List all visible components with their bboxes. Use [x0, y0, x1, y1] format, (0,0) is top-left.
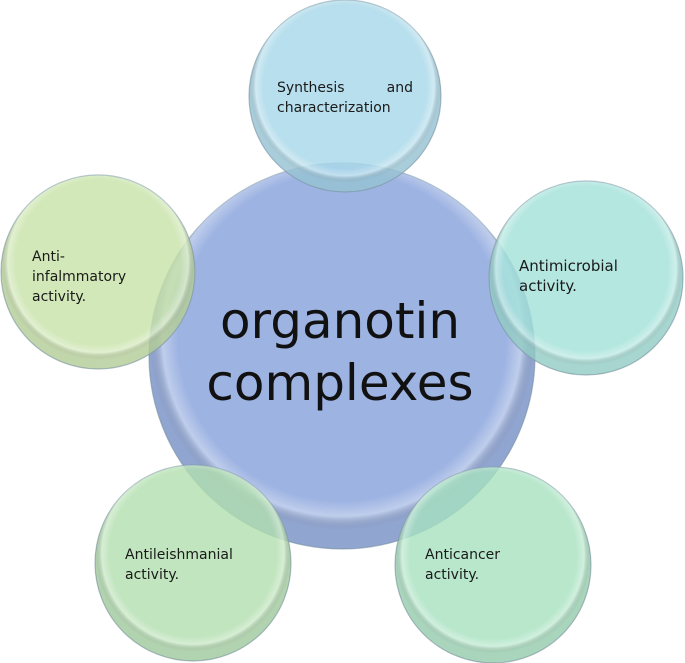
node-line: Antileishmanial — [125, 547, 233, 563]
center-label: organotin complexes — [160, 290, 520, 414]
node-antiinflammatory-label: Anti- infalmmatory activity. — [32, 247, 126, 307]
node-line: activity. — [519, 277, 577, 295]
node-line: infalmmatory — [32, 269, 127, 285]
node-synthesis-label: Synthesis and characterization — [277, 78, 413, 118]
node-antileishmanial-label: Antileishmanial activity. — [125, 545, 233, 585]
node-antileishmanial-circle — [94, 464, 292, 662]
node-line: Antimicrobial — [519, 257, 618, 275]
node-line: activity. — [425, 567, 480, 583]
node-synthesis-circle — [248, 0, 442, 193]
center-label-line1: organotin — [219, 292, 461, 350]
center-label-line2: complexes — [206, 354, 474, 412]
node-antimicrobial-label: Antimicrobial activity. — [519, 256, 618, 296]
node-line: activity. — [125, 567, 180, 583]
node-line: Anticancer — [425, 547, 501, 563]
node-antiinflammatory-circle — [0, 174, 196, 370]
node-line: Synthesis and — [277, 80, 413, 96]
node-line: Anti- — [32, 249, 65, 265]
node-anticancer-label: Anticancer activity. — [425, 545, 500, 585]
center-circle — [148, 162, 536, 550]
node-line: activity. — [32, 289, 87, 305]
node-antimicrobial-circle — [488, 180, 684, 376]
node-line: characterization — [277, 100, 391, 116]
node-anticancer-circle — [394, 466, 592, 663]
